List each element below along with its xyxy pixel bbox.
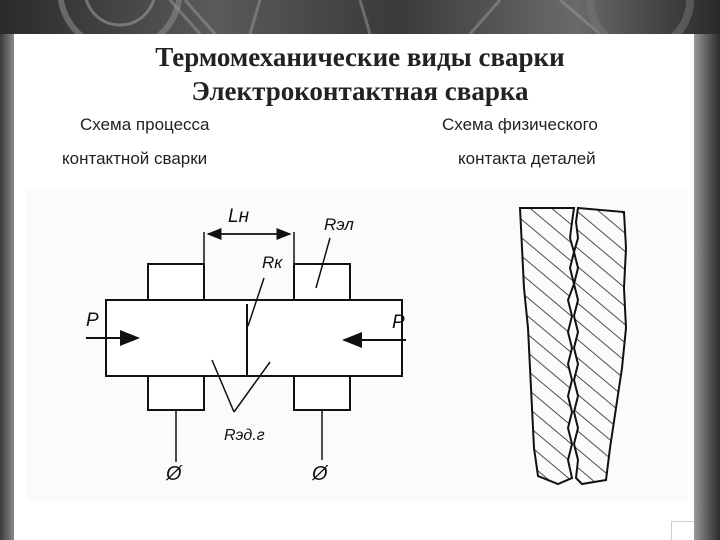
upper-left-electrode <box>147 263 205 301</box>
right-part <box>572 206 628 486</box>
physical-contact-scheme <box>518 206 628 486</box>
terminal-right: Ø <box>311 463 329 485</box>
left-part <box>518 207 576 486</box>
contact-resistance-label: Rк <box>262 253 283 272</box>
caption-left-line2: контактной сварки <box>62 149 208 168</box>
force-right-label: P <box>392 312 405 333</box>
welding-diagram: Lн Rк Rэл Rэд.г P P Ø Ø <box>26 188 688 502</box>
lower-right-electrode <box>293 375 351 411</box>
workpieces <box>105 299 403 377</box>
contact-welding-scheme: Lн Rк Rэл Rэд.г P P Ø Ø <box>86 206 406 485</box>
electrode-resistance-label: Rэл <box>324 215 354 234</box>
caption-left-line1: Схема процесса <box>80 115 210 134</box>
decorative-banner <box>0 0 720 34</box>
slide-title: Термомеханические виды сварки <box>155 42 565 72</box>
lower-left-electrode <box>147 375 205 411</box>
length-label: Lн <box>228 206 250 227</box>
caption-right-line1: Схема физического <box>442 115 598 134</box>
terminal-left: Ø <box>165 463 183 485</box>
force-left-label: P <box>86 310 99 331</box>
part-electrode-resistance-label: Rэд.г <box>224 427 265 444</box>
slide-subtitle: Электроконтактная сварка <box>191 76 529 106</box>
right-decorative-border <box>694 34 720 540</box>
slide-corner-mark <box>671 521 694 540</box>
left-decorative-border <box>0 34 14 540</box>
caption-right-line2: контакта деталей <box>458 149 596 168</box>
upper-right-electrode <box>293 263 351 301</box>
